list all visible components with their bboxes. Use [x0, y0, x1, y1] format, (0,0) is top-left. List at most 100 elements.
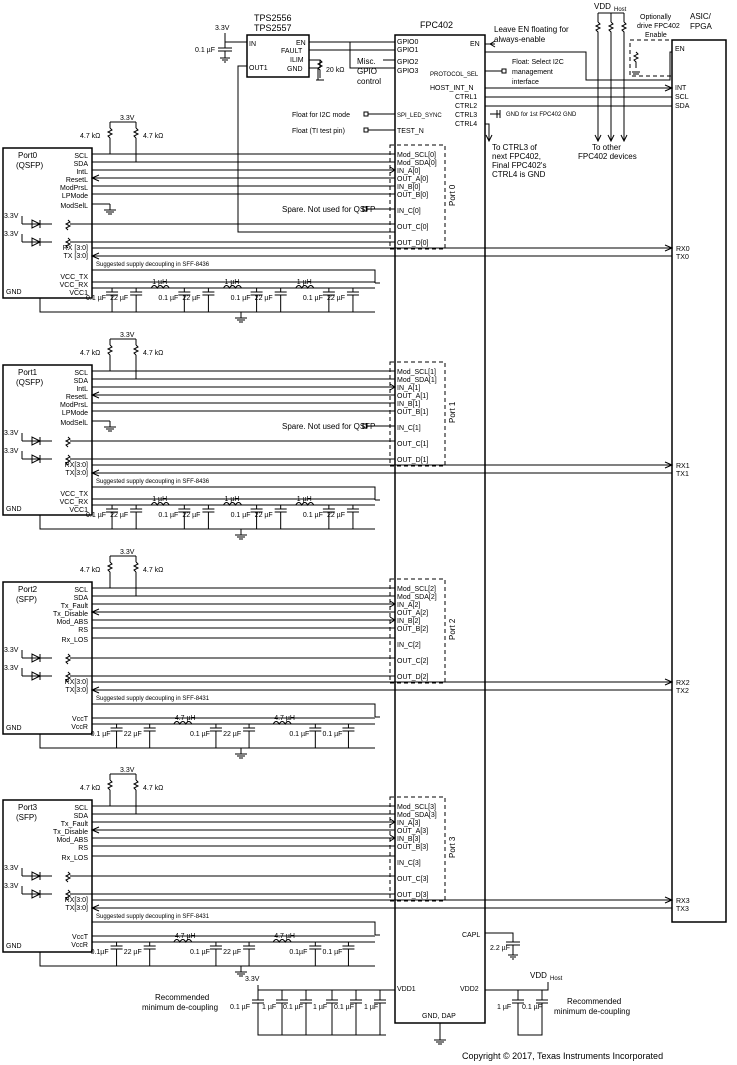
port-1-pin-5: LPMode	[62, 410, 88, 417]
rec-left-2: minimum de-coupling	[142, 1003, 218, 1012]
port-3-fpc-pin-6: IN_C[3]	[397, 860, 421, 867]
port-1-type: (QSFP)	[16, 378, 43, 387]
port-3-asic-rx: RX3	[676, 898, 690, 905]
port-3-inductor-5: 4.7 µH	[274, 933, 295, 940]
port-0-pin-0: SCL	[74, 153, 88, 160]
ctrl3-note-3: Final FPC402's	[492, 161, 546, 170]
vdd1-pin: VDD1	[397, 986, 416, 993]
port-1-cap-4: 22 µF	[182, 512, 200, 519]
opt-enable-3: Enable	[645, 32, 667, 39]
host-int-pin: HOST_INT_N	[430, 85, 474, 92]
port-1-tx: TX[3:0]	[65, 470, 88, 477]
copyright: Copyright © 2017, Texas Instruments Inco…	[462, 1051, 663, 1061]
port-1-pin-0: SCL	[74, 370, 88, 377]
port-2-cap-3: 0.1 µF	[190, 731, 210, 738]
port-2-pin-5: RS	[78, 627, 88, 634]
port-0-fpc-pin-1: Mod_SDA[0]	[397, 160, 437, 167]
port-1-block-label: Port 1	[448, 401, 457, 423]
port-0-cap-4: 22 µF	[182, 295, 200, 302]
port-2-fpc-pin-7: OUT_C[2]	[397, 658, 429, 665]
port-2-gnd: GND	[6, 725, 22, 732]
port-3-res-left: 4.7 kΩ	[80, 785, 100, 792]
dec-cap-1: 0.1 µF	[230, 1004, 250, 1011]
rec-left-1: Recommended	[155, 993, 209, 1002]
port-3-pin-2: Tx_Fault	[61, 821, 88, 828]
port-1-name: Port1	[18, 368, 38, 377]
port-2-fpc-pin-2: IN_A[2]	[397, 602, 420, 609]
port-0-res-left: 4.7 kΩ	[80, 133, 100, 140]
port-1-fpc-pin-2: IN_A[1]	[397, 385, 420, 392]
port-2-pullup-supply: 3.3V	[120, 549, 135, 556]
port-2-pin-6: Rx_LOS	[62, 637, 89, 644]
ctrl3-note-1: To CTRL3 of	[492, 143, 538, 152]
port-0-cap-9: 0.1 µF	[303, 295, 323, 302]
port-3-led-supply-a: 3.3V	[4, 865, 19, 872]
misc-label-1: Misc.	[357, 57, 376, 66]
port-1-fpc-pin-0: Mod_SCL[1]	[397, 369, 436, 376]
other-devices-1: To other	[592, 143, 621, 152]
port-2-pwr-1: VccR	[71, 724, 88, 731]
port-3-pwr-1: VccR	[71, 942, 88, 949]
port-1-led-supply-b: 3.3V	[4, 448, 19, 455]
dec-cap-2: 1 µF	[262, 1004, 276, 1011]
port-2-cap-0: 0.1 µF	[91, 731, 111, 738]
port-2-fpc-pin-5: OUT_B[2]	[397, 626, 428, 633]
port-3-asic-tx: TX3	[676, 906, 689, 913]
capl-cap: 2.2 µF	[490, 945, 510, 952]
asic-sda: SDA	[675, 103, 690, 110]
leave-en-note-1: Leave EN floating for	[494, 25, 569, 34]
dec-cap-6: 1 µF	[364, 1004, 378, 1011]
opt-enable-2: drive FPC402	[637, 23, 680, 30]
port-3-name: Port3	[18, 803, 38, 812]
port-0-fpc-pin-2: IN_A[0]	[397, 168, 420, 175]
dec-cap-r1: 1 µF	[497, 1004, 511, 1011]
port-0-block	[389, 144, 446, 250]
port-2-led-supply-b: 3.3V	[4, 665, 19, 672]
port-0-pwr-2: VCC1	[69, 290, 88, 297]
port-0-pullup-supply: 3.3V	[120, 115, 135, 122]
port-1-inductor-2: 1 µH	[152, 496, 167, 503]
float-i2c-note-1: Float: Select I2C	[512, 59, 564, 66]
port-2-cap-4: 22 µF	[223, 731, 241, 738]
port-0-pin-2: IntL	[76, 169, 88, 176]
gnd-first-note: GND for 1st FPC402 GND	[506, 112, 577, 118]
port-1-fpc-pin-5: OUT_B[1]	[397, 409, 428, 416]
ctrl2-pin: CTRL2	[455, 103, 477, 110]
misc-label-2: GPIO	[357, 67, 377, 76]
float-i2c-mode: Float for I2C mode	[292, 112, 350, 119]
port-2-name: Port2	[18, 585, 38, 594]
vdd-host-top: VDD	[594, 2, 611, 11]
port-2-cap-6: 0.1 µF	[289, 731, 309, 738]
port-0-cap-7: 22 µF	[255, 295, 273, 302]
tps-gnd: GND	[287, 66, 303, 73]
port-0-fpc-pin-7: OUT_C[0]	[397, 224, 429, 231]
port-0-fpc-pin-0: Mod_SCL[0]	[397, 152, 436, 159]
port-3-pin-5: RS	[78, 845, 88, 852]
port-2-pin-0: SCL	[74, 587, 88, 594]
port-2-rx: RX[3:0]	[65, 679, 88, 686]
port-1-inductor-8: 1 µH	[297, 496, 312, 503]
dec-cap-r2: 0.1 µF	[522, 1004, 542, 1011]
port-3-pin-1: SDA	[74, 813, 89, 820]
port-3-pin-4: Mod_ABS	[56, 837, 88, 844]
port-1-pwr-2: VCC1	[69, 507, 88, 514]
port-0-inductor-5: 1 µH	[225, 279, 240, 286]
float-i2c-note-2: management	[512, 69, 553, 76]
port-0-pin-1: SDA	[74, 161, 89, 168]
port-2-type: (SFP)	[16, 595, 37, 604]
port-2-pin-4: Mod_ABS	[56, 619, 88, 626]
rec-right-2: minimum de-coupling	[554, 1007, 630, 1016]
port-2-cap-7: 0.1 µF	[322, 731, 342, 738]
port-1-fpc-pin-7: OUT_C[1]	[397, 441, 429, 448]
port-2-decoupling-note: Suggested supply decoupling in SFF-8431	[96, 696, 210, 702]
port-0-tx: TX [3:0]	[63, 253, 88, 260]
port-3-fpc-pin-1: Mod_SDA[3]	[397, 812, 437, 819]
port-1-gnd: GND	[6, 506, 22, 513]
port-1-res-left: 4.7 kΩ	[80, 350, 100, 357]
port-0-asic-rx: RX0	[676, 246, 690, 253]
port-0-cap-1: 22 µF	[110, 295, 128, 302]
port-3-gnd: GND	[6, 943, 22, 950]
port-1-cap-0: 0.1 µF	[86, 512, 106, 519]
port-2-fpc-pin-1: Mod_SDA[2]	[397, 594, 437, 601]
port-3-pwr-0: VccT	[72, 934, 89, 941]
